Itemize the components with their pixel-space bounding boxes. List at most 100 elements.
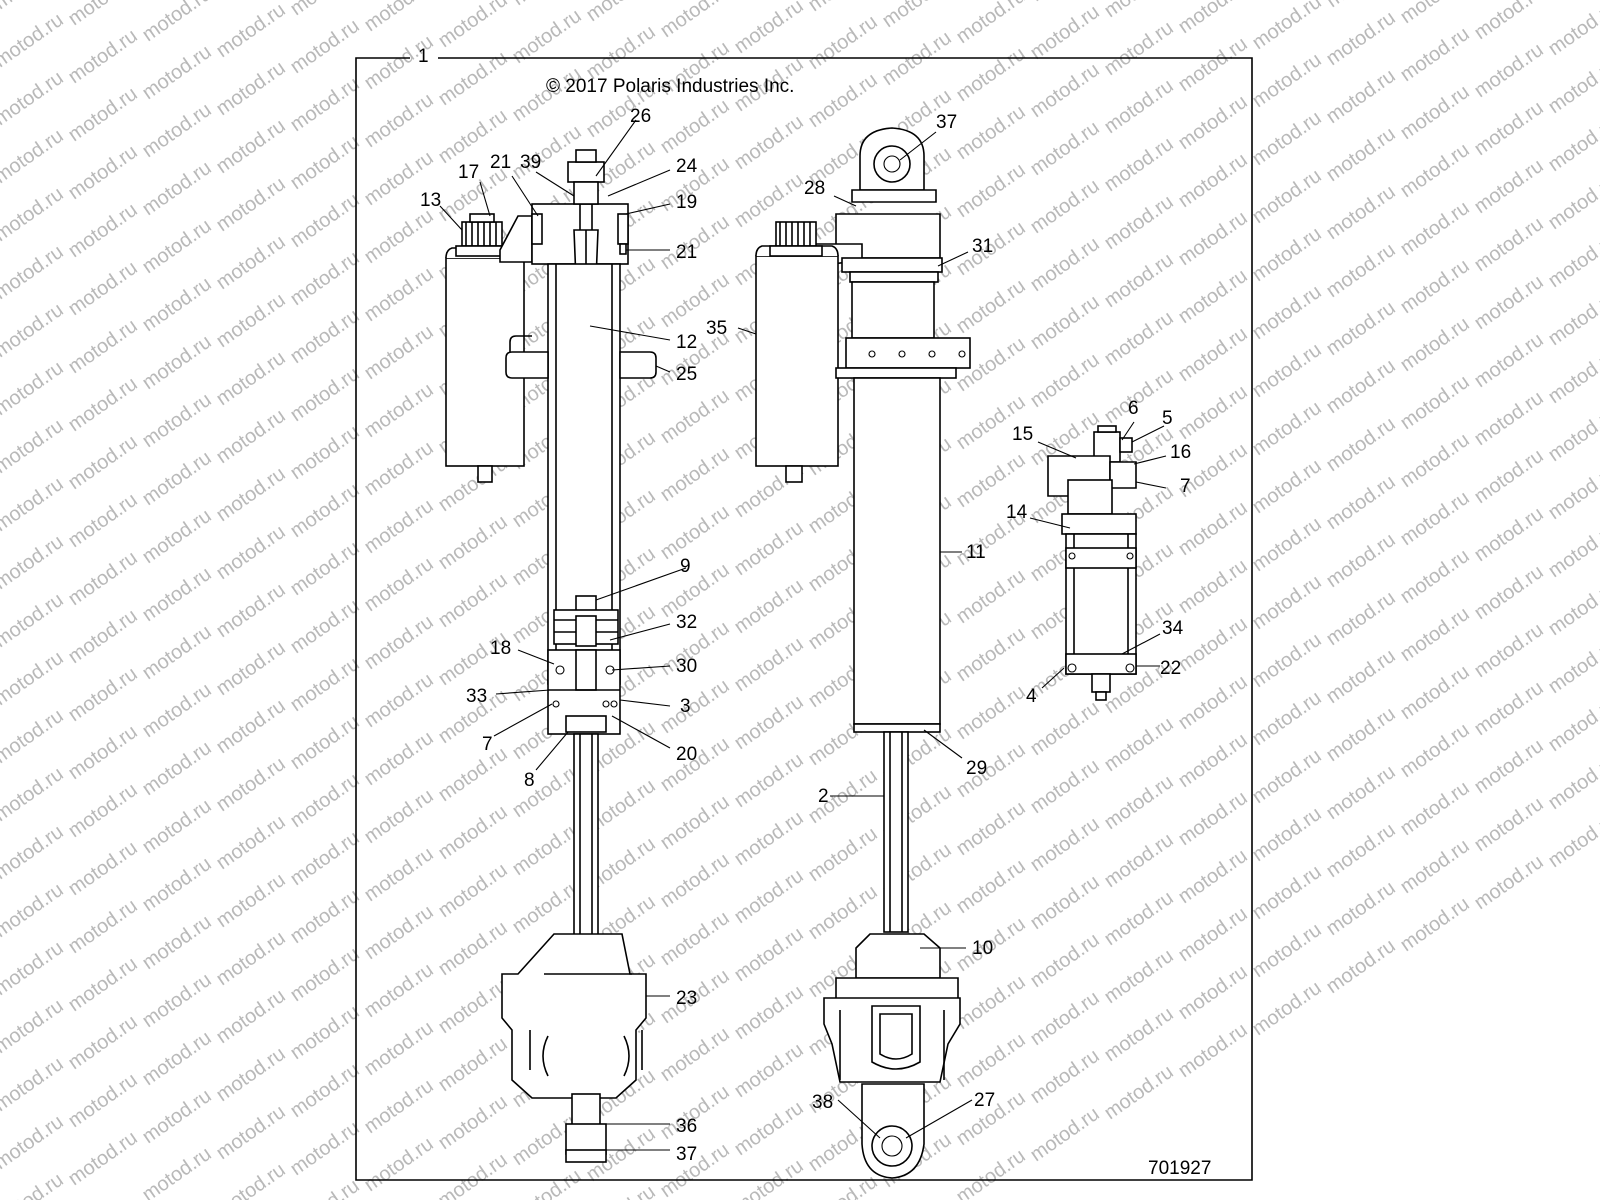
watermark-text: motod.ru: [212, 985, 289, 1048]
watermark-text: motod.ru: [138, 273, 215, 336]
watermark-text: motod.ru: [1544, 577, 1600, 640]
watermark-text: motod.ru: [212, 521, 289, 584]
watermark-text: motod.ru: [286, 1117, 363, 1180]
callout-22: 22: [1160, 658, 1181, 679]
watermark-text: motod.ru: [1544, 0, 1600, 60]
watermark-text: motod.ru: [878, 0, 955, 32]
callout-20: 20: [676, 744, 697, 765]
watermark-text: motod.ru: [804, 823, 881, 886]
watermark-text: motod.ru: [286, 595, 363, 658]
watermark-text: motod.ru: [656, 385, 733, 448]
watermark-text: motod.ru: [730, 0, 807, 58]
callout-24: 24: [676, 156, 698, 177]
watermark-text: motod.ru: [1100, 945, 1177, 1008]
watermark-text: motod.ru: [0, 0, 68, 14]
watermark-text: motod.ru: [434, 917, 511, 980]
callout-19: 19: [676, 192, 697, 213]
watermark-text: motod.ru: [1248, 745, 1325, 808]
watermark-text: motod.ru: [138, 447, 215, 510]
watermark-text: motod.ru: [212, 173, 289, 236]
watermark-text: motod.ru: [286, 73, 363, 136]
watermark-text: motod.ru: [64, 837, 141, 900]
callout-21-left: 21: [490, 152, 511, 173]
reference-number: 701927: [1148, 1158, 1211, 1179]
watermark-text: motod.ru: [1174, 787, 1251, 850]
watermark-text: motod.ru: [656, 443, 733, 506]
left-shock-cutaway: [445, 149, 657, 1163]
watermark-text: motod.ru: [1470, 677, 1547, 740]
watermark-text: motod.ru: [64, 1069, 141, 1132]
watermark-text: motod.ru: [0, 995, 68, 1058]
watermark-text: motod.ru: [212, 1101, 289, 1164]
watermark-text: motod.ru: [138, 679, 215, 742]
watermark-text: motod.ru: [0, 9, 68, 72]
watermark-text: motod.ru: [1026, 291, 1103, 354]
callout-9: 9: [680, 556, 691, 577]
watermark-text: motod.ru: [64, 257, 141, 320]
watermark-text: motod.ru: [1248, 281, 1325, 344]
watermark-text: motod.ru: [64, 953, 141, 1016]
watermark-text: motod.ru: [1100, 249, 1177, 312]
watermark-text: motod.ru: [1544, 519, 1600, 582]
watermark-text: motod.ru: [138, 1085, 215, 1148]
watermark-text: motod.ru: [952, 1145, 1029, 1200]
watermark-text: motod.ru: [1174, 903, 1251, 966]
callout-1: 1: [418, 46, 429, 67]
watermark-text: motod.ru: [360, 379, 437, 442]
watermark-text: motod.ru: [434, 0, 511, 52]
watermark-text: motod.ru: [1248, 861, 1325, 924]
watermark-text: motod.ru: [1100, 191, 1177, 254]
watermark-text: motod.ru: [286, 305, 363, 368]
watermark-text: motod.ru: [286, 189, 363, 252]
watermark-text: motod.ru: [138, 911, 215, 974]
watermark-text: motod.ru: [64, 895, 141, 958]
watermark-text: motod.ru: [212, 1159, 289, 1200]
watermark-text: motod.ru: [1322, 877, 1399, 940]
watermark-text: motod.ru: [1026, 1045, 1103, 1108]
watermark-text: motod.ru: [1248, 107, 1325, 170]
watermark-text: motod.ru: [656, 675, 733, 738]
watermark-text: motod.ru: [1470, 213, 1547, 276]
watermark-text: motod.ru: [1470, 39, 1547, 102]
watermark-text: motod.ru: [1248, 0, 1325, 54]
watermark-text: motod.ru: [1470, 619, 1547, 682]
watermark-text: motod.ru: [212, 695, 289, 758]
watermark-text: motod.ru: [1470, 793, 1547, 856]
watermark-text: motod.ru: [360, 1075, 437, 1138]
watermark-text: motod.ru: [0, 183, 68, 246]
watermark-text: motod.ru: [1544, 229, 1600, 292]
center-bottom-eye: [861, 1083, 925, 1179]
watermark-text: motod.ru: [0, 473, 68, 536]
watermark-text: motod.ru: [212, 579, 289, 642]
watermark-text: motod.ru: [1544, 113, 1600, 176]
watermark-text: motod.ru: [656, 95, 733, 158]
watermark-text: motod.ru: [1174, 265, 1251, 328]
watermark-text: motod.ru: [1322, 123, 1399, 186]
watermark-text: motod.ru: [656, 1023, 733, 1086]
watermark-text: motod.ru: [1174, 961, 1251, 1024]
callout-15: 15: [1012, 424, 1033, 445]
watermark-text: motod.ru: [1322, 413, 1399, 476]
watermark-text: motod.ru: [1470, 561, 1547, 624]
watermark-text: motod.ru: [212, 115, 289, 178]
watermark-text: motod.ru: [286, 653, 363, 716]
watermark-text: motod.ru: [286, 247, 363, 310]
watermark-text: motod.ru: [138, 795, 215, 858]
watermark-text: motod.ru: [952, 623, 1029, 686]
watermark-text: motod.ru: [434, 743, 511, 806]
watermark-text: motod.ru: [138, 41, 215, 104]
watermark-text: motod.ru: [434, 1149, 511, 1200]
watermark-text: motod.ru: [138, 1143, 215, 1200]
watermark-text: motod.ru: [286, 421, 363, 484]
watermark-text: motod.ru: [212, 57, 289, 120]
callout-10: 10: [972, 938, 993, 959]
watermark-text: motod.ru: [0, 705, 68, 768]
watermark-text: motod.ru: [1174, 91, 1251, 154]
watermark-text: motod.ru: [1100, 307, 1177, 370]
copyright-text: © 2017 Polaris Industries Inc.: [546, 76, 794, 97]
callout-17: 17: [458, 162, 479, 183]
watermark-text: motod.ru: [64, 25, 141, 88]
watermark-text: motod.ru: [1026, 929, 1103, 992]
watermark-text: motod.ru: [952, 101, 1029, 164]
watermark-text: motod.ru: [286, 885, 363, 948]
